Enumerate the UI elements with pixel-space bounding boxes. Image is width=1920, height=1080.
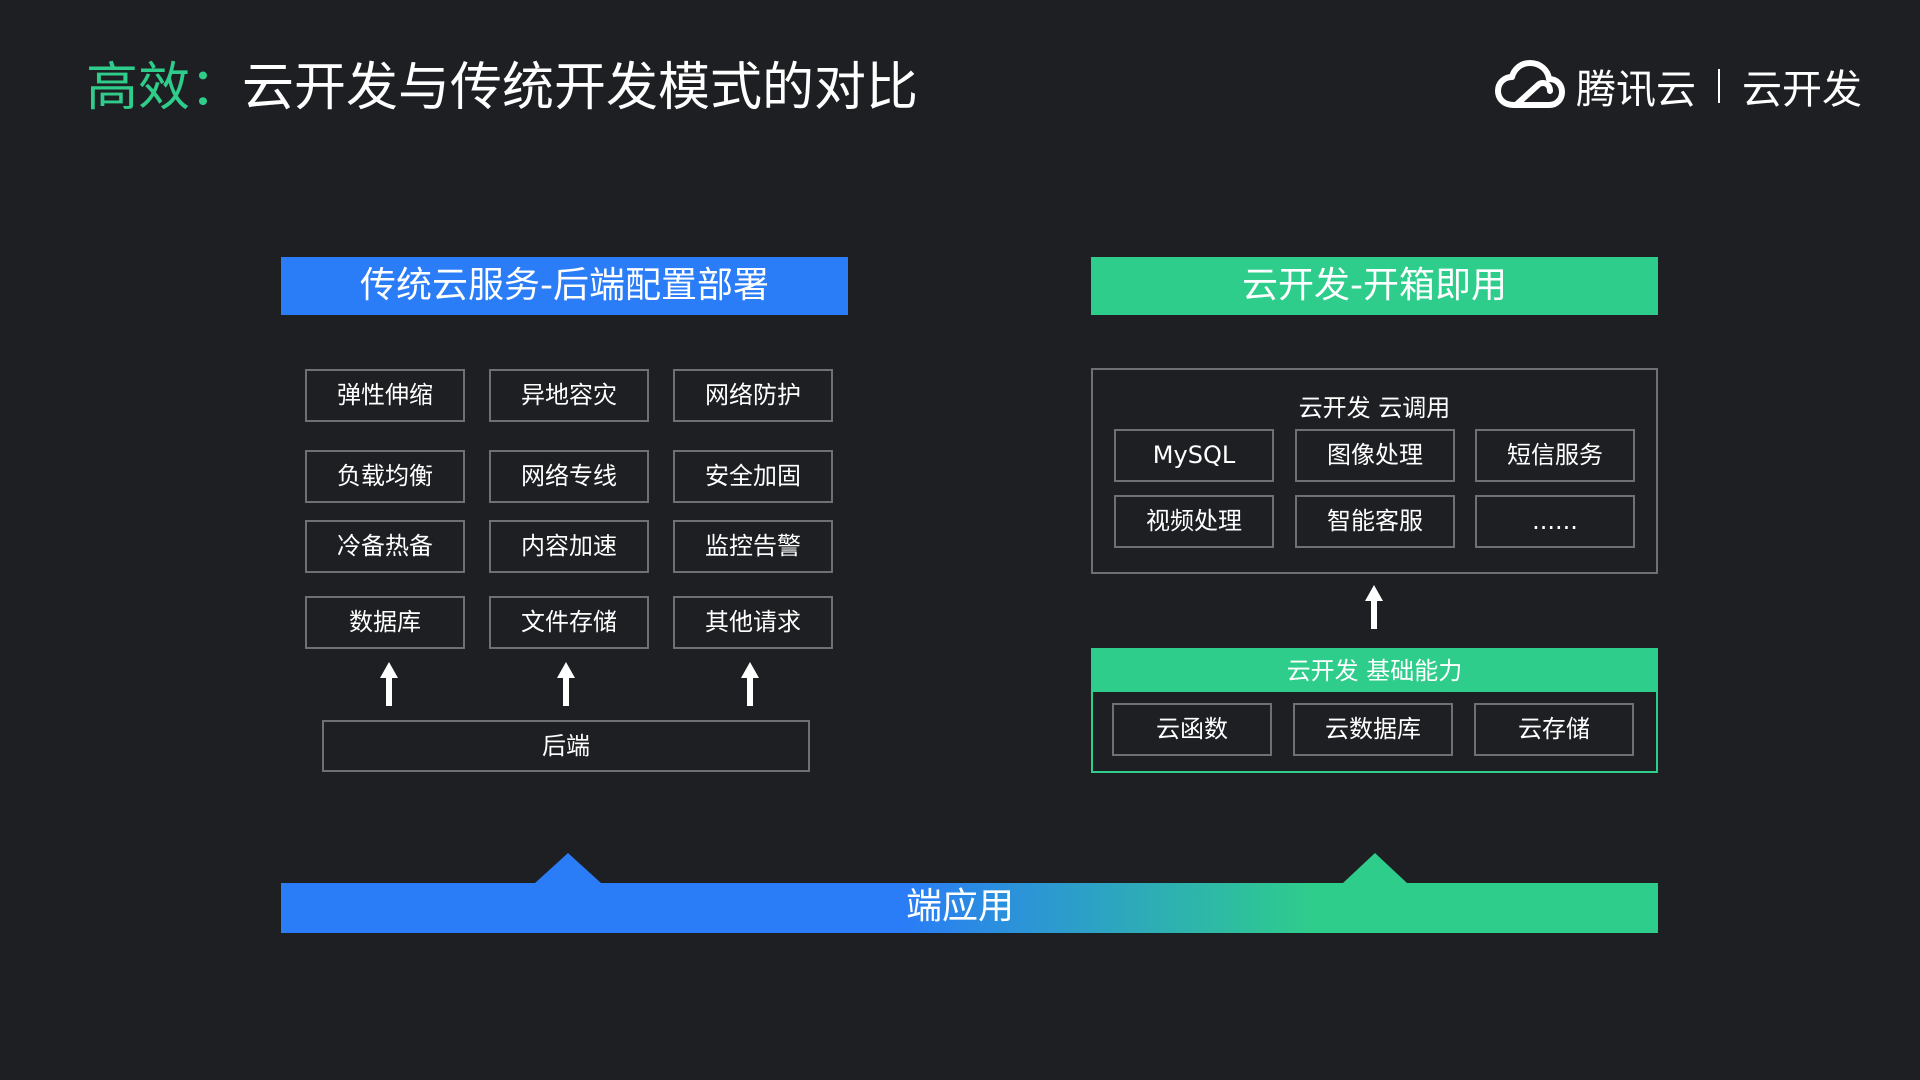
arrow-up-icon [1365, 585, 1383, 629]
cloud-call-panel: 云开发 云调用 [1091, 368, 1658, 574]
service-box: 监控告警 [673, 520, 833, 573]
cloud-call-item: 视频处理 [1114, 495, 1274, 548]
service-box: 异地容灾 [489, 369, 649, 422]
cloud-call-item: 图像处理 [1295, 429, 1455, 482]
cloud-call-item: 智能客服 [1295, 495, 1455, 548]
cloud-call-item: ...... [1475, 495, 1635, 548]
cloud-call-title: 云开发 云调用 [1298, 394, 1451, 422]
slide-title: 高效：云开发与传统开发模式的对比 [86, 56, 918, 120]
client-app-label: 端应用 [905, 886, 1014, 927]
cloud-call-item: MySQL [1114, 429, 1274, 482]
service-box: 文件存储 [489, 596, 649, 649]
service-box: 冷备热备 [305, 520, 465, 573]
service-box: 数据库 [305, 596, 465, 649]
brand-name: 腾讯云 [1576, 67, 1696, 113]
base-capability-title: 云开发 基础能力 [1093, 650, 1656, 692]
arrow-up-icon [741, 662, 759, 706]
service-box: 网络防护 [673, 369, 833, 422]
client-app-bar [281, 853, 1658, 933]
service-box: 网络专线 [489, 450, 649, 503]
service-box: 内容加速 [489, 520, 649, 573]
service-box: 安全加固 [673, 450, 833, 503]
traditional-banner: 传统云服务-后端配置部署 [281, 257, 848, 315]
clouddev-banner: 云开发-开箱即用 [1091, 257, 1658, 315]
base-capability-item: 云函数 [1112, 703, 1272, 756]
service-box: 负载均衡 [305, 450, 465, 503]
brand-product: 云开发 [1742, 67, 1862, 113]
arrow-up-icon [380, 662, 398, 706]
base-capability-item: 云数据库 [1293, 703, 1453, 756]
brand-divider [1718, 69, 1720, 103]
base-capability-panel: 云开发 基础能力 [1091, 648, 1658, 773]
cloud-logo-icon [1495, 60, 1565, 108]
arrow-up-icon [557, 662, 575, 706]
service-box: 其他请求 [673, 596, 833, 649]
title-text: 云开发与传统开发模式的对比 [242, 58, 919, 118]
base-capability-item: 云存储 [1474, 703, 1634, 756]
cloud-call-item: 短信服务 [1475, 429, 1635, 482]
title-highlight: 高效： [86, 58, 243, 118]
service-box: 弹性伸缩 [305, 369, 465, 422]
brand-logo: 腾讯云 云开发 [1494, 56, 1862, 116]
backend-box: 后端 [322, 720, 810, 772]
